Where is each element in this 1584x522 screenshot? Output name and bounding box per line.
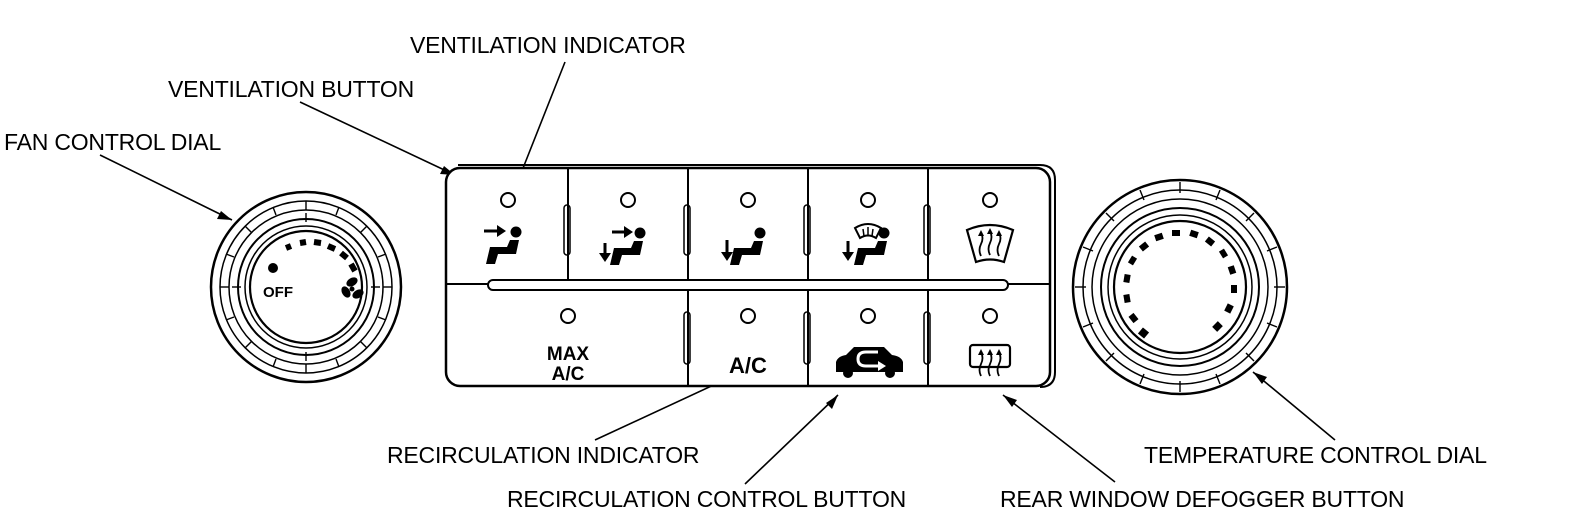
recirculation-indicator: [860, 308, 876, 324]
arrowhead-temperature-control-dial: [1253, 372, 1267, 384]
fan-control-dial[interactable]: [209, 190, 403, 384]
windshield-defrost-indicator: [982, 192, 998, 208]
windshield-defrost-button[interactable]: [929, 170, 1048, 279]
floor-vent-button[interactable]: [689, 170, 807, 279]
fan-speed-arc-marks: [284, 239, 358, 273]
callout-rear-window-defogger-button: REAR WINDOW DEFOGGER BUTTON: [1000, 486, 1405, 512]
max-ac-button[interactable]: [448, 291, 687, 385]
leader-ventilation-button: [299, 101, 456, 176]
rear-defogger-indicator: [982, 308, 998, 324]
fan-icon: [341, 277, 364, 299]
recirculation-car-icon: [836, 347, 903, 378]
callout-ventilation-indicator: VENTILATION INDICATOR: [410, 32, 686, 58]
ventilation-indicator: [500, 192, 516, 208]
arrowhead-fan-control-dial: [217, 211, 232, 220]
temperature-control-dial[interactable]: [1071, 178, 1289, 396]
recirculation-control-button[interactable]: [809, 291, 927, 385]
arrowhead-recirculation-control-button: [826, 395, 838, 409]
temp-dial-grip-ridges: [1075, 182, 1285, 392]
arrowhead-rear-window-defogger-button: [1003, 395, 1017, 407]
ac-indicator: [740, 308, 756, 324]
floor-indicator: [740, 192, 756, 208]
bi-level-indicator: [620, 192, 636, 208]
fan-off-label: OFF: [263, 284, 293, 301]
button-panel: [444, 164, 1056, 388]
fan-off-dot: [268, 263, 278, 273]
floor-defrost-icon: [842, 223, 890, 265]
ac-label: A/C: [729, 353, 767, 378]
callout-fan-control-dial: FAN CONTROL DIAL: [4, 129, 222, 155]
rear-window-defogger-button[interactable]: [929, 291, 1048, 385]
callout-ventilation-button: VENTILATION BUTTON: [168, 76, 415, 102]
fan-dial-grip-ridges: [220, 201, 392, 373]
bi-level-vent-icon: [599, 226, 646, 265]
rear-defogger-icon: [968, 343, 1012, 377]
leader-rear-window-defogger-button: [1002, 394, 1116, 483]
max-ac-label-line2: A/C: [552, 364, 585, 385]
bi-level-vent-button[interactable]: [569, 170, 687, 279]
callout-recirculation-indicator: RECIRCULATION INDICATOR: [387, 442, 700, 468]
callout-temperature-control-dial: TEMPERATURE CONTROL DIAL: [1144, 442, 1487, 468]
floor-defrost-button[interactable]: [809, 170, 927, 279]
face-vent-icon: [484, 225, 522, 264]
max-ac-label-line1: MAX: [547, 344, 590, 365]
callout-recirculation-control-button: RECIRCULATION CONTROL BUTTON: [507, 486, 907, 512]
leader-fan-control-dial: [99, 154, 233, 221]
max-ac-indicator: [560, 308, 576, 324]
leader-recirculation-control-button: [744, 394, 839, 485]
windshield-defrost-icon: [965, 223, 1015, 264]
panel-frame: [444, 166, 1052, 388]
ac-button[interactable]: [689, 291, 807, 385]
ventilation-button[interactable]: [448, 170, 567, 279]
floor-defrost-indicator: [860, 192, 876, 208]
floor-vent-icon: [721, 227, 766, 265]
temperature-scale-marks: [1123, 229, 1237, 339]
leader-temperature-control-dial: [1252, 371, 1336, 441]
